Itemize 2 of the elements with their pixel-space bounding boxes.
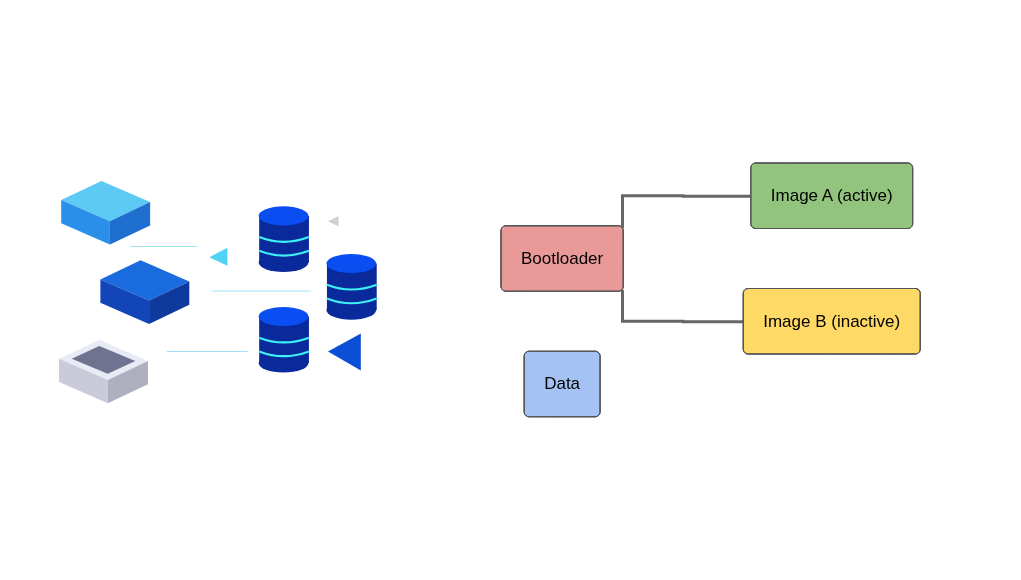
- connector: [620, 290, 744, 324]
- connector: [620, 194, 752, 229]
